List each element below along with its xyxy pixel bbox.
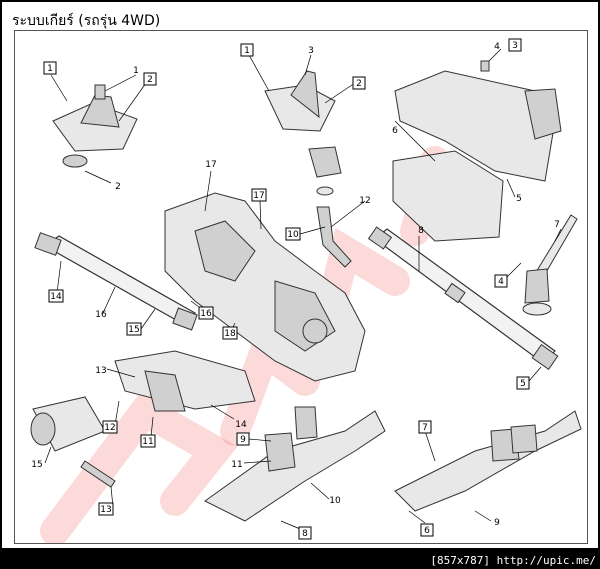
callout-9-crossmember: 9: [494, 518, 500, 528]
callout-2-grommet: 2: [115, 182, 121, 192]
svg-text:1: 1: [47, 64, 53, 74]
callout-6-console: 6: [392, 126, 398, 136]
svg-text:12: 12: [104, 423, 115, 433]
callout-18-boxed: 18: [222, 326, 238, 340]
svg-text:13: 13: [100, 505, 111, 515]
callout-7-lever: 7: [554, 220, 560, 230]
page-title: ระบบเกียร์ (รถรุ่น 4WD): [12, 13, 161, 29]
svg-text:4: 4: [498, 277, 504, 287]
rear-mount-bracket: [114, 350, 256, 412]
svg-text:6: 6: [424, 526, 430, 536]
svg-text:8: 8: [302, 529, 308, 539]
callout-2-center: 2: [352, 76, 366, 90]
callout-3-boot: 3: [308, 46, 314, 56]
svg-text:9: 9: [240, 435, 246, 445]
callout-12-pipe: 12: [359, 196, 370, 206]
shift-lever: [522, 214, 578, 316]
callout-10-crossmember: 10: [329, 496, 341, 506]
callout-16-shaft: 16: [95, 310, 107, 320]
svg-text:5: 5: [520, 379, 526, 389]
svg-text:2: 2: [356, 79, 362, 89]
image-host-footer: [857x787] http://upic.me/: [430, 554, 596, 567]
callout-15-boxed: 15: [126, 322, 142, 336]
svg-text:2: 2: [147, 75, 153, 85]
callout-13-bracket: 13: [95, 366, 106, 376]
exploded-diagram: 1 1 2 2 1 3 2 4: [30, 38, 582, 546]
callout-1-center: 1: [240, 43, 254, 57]
callout-2-left: 2: [143, 72, 157, 86]
svg-text:18: 18: [224, 329, 236, 339]
callout-8-boxed: 8: [298, 526, 312, 540]
callout-1-left: 1: [43, 61, 57, 75]
svg-text:1: 1: [244, 46, 250, 56]
svg-text:17: 17: [253, 191, 264, 201]
callout-8-shaft: 8: [418, 226, 424, 236]
svg-text:15: 15: [128, 325, 139, 335]
callout-6-boxed: 6: [420, 523, 434, 537]
callout-4-console: 4: [494, 42, 500, 52]
crossmember-right: [394, 410, 582, 512]
transmission-assembly: [164, 192, 366, 382]
callout-1-boot: 1: [133, 66, 139, 76]
callout-17-transmission: 17: [205, 160, 216, 170]
callout-16-boxed: 16: [198, 306, 214, 320]
leader-lines: [44, 48, 562, 532]
svg-text:11: 11: [142, 437, 153, 447]
svg-text:14: 14: [50, 292, 62, 302]
callout-11-boxed: 11: [140, 434, 156, 448]
front-propeller-shaft: [34, 232, 198, 331]
callout-14-boxed: 14: [48, 289, 64, 303]
callout-14-bracket: 14: [235, 420, 247, 430]
callout-5-boxed: 5: [516, 376, 530, 390]
callout-10-boxed: 10: [285, 227, 301, 241]
callout-15-starter: 15: [31, 460, 42, 470]
diagram-panel: 1 1 2 2 1 3 2 4: [14, 30, 588, 546]
center-console: [392, 60, 562, 242]
callout-13-boxed: 13: [98, 502, 114, 516]
callout-11-mount: 11: [231, 460, 242, 470]
shift-boot-center: [264, 70, 336, 132]
svg-text:3: 3: [512, 41, 518, 51]
callout-7-boxed: 7: [418, 420, 432, 434]
diagram-sheet: ระบบเกียร์ (รถรุ่น 4WD): [2, 2, 598, 548]
shift-boot-left: [52, 84, 138, 152]
callout-3-console: 3: [508, 38, 522, 52]
grommet-ring: [62, 154, 88, 168]
callout-17-boxed: 17: [251, 188, 267, 202]
svg-text:10: 10: [287, 230, 299, 240]
bracket-pipe: [308, 146, 352, 268]
callout-5-console: 5: [516, 194, 522, 204]
crossmember-left: [204, 406, 386, 522]
callout-12-boxed: 12: [102, 420, 118, 434]
svg-text:16: 16: [200, 309, 212, 319]
svg-text:7: 7: [422, 423, 428, 433]
starter-motor: [30, 396, 116, 488]
rear-propeller-shaft: [367, 226, 559, 370]
callout-9-boxed: 9: [236, 432, 250, 446]
callout-4-boxed: 4: [494, 274, 508, 288]
